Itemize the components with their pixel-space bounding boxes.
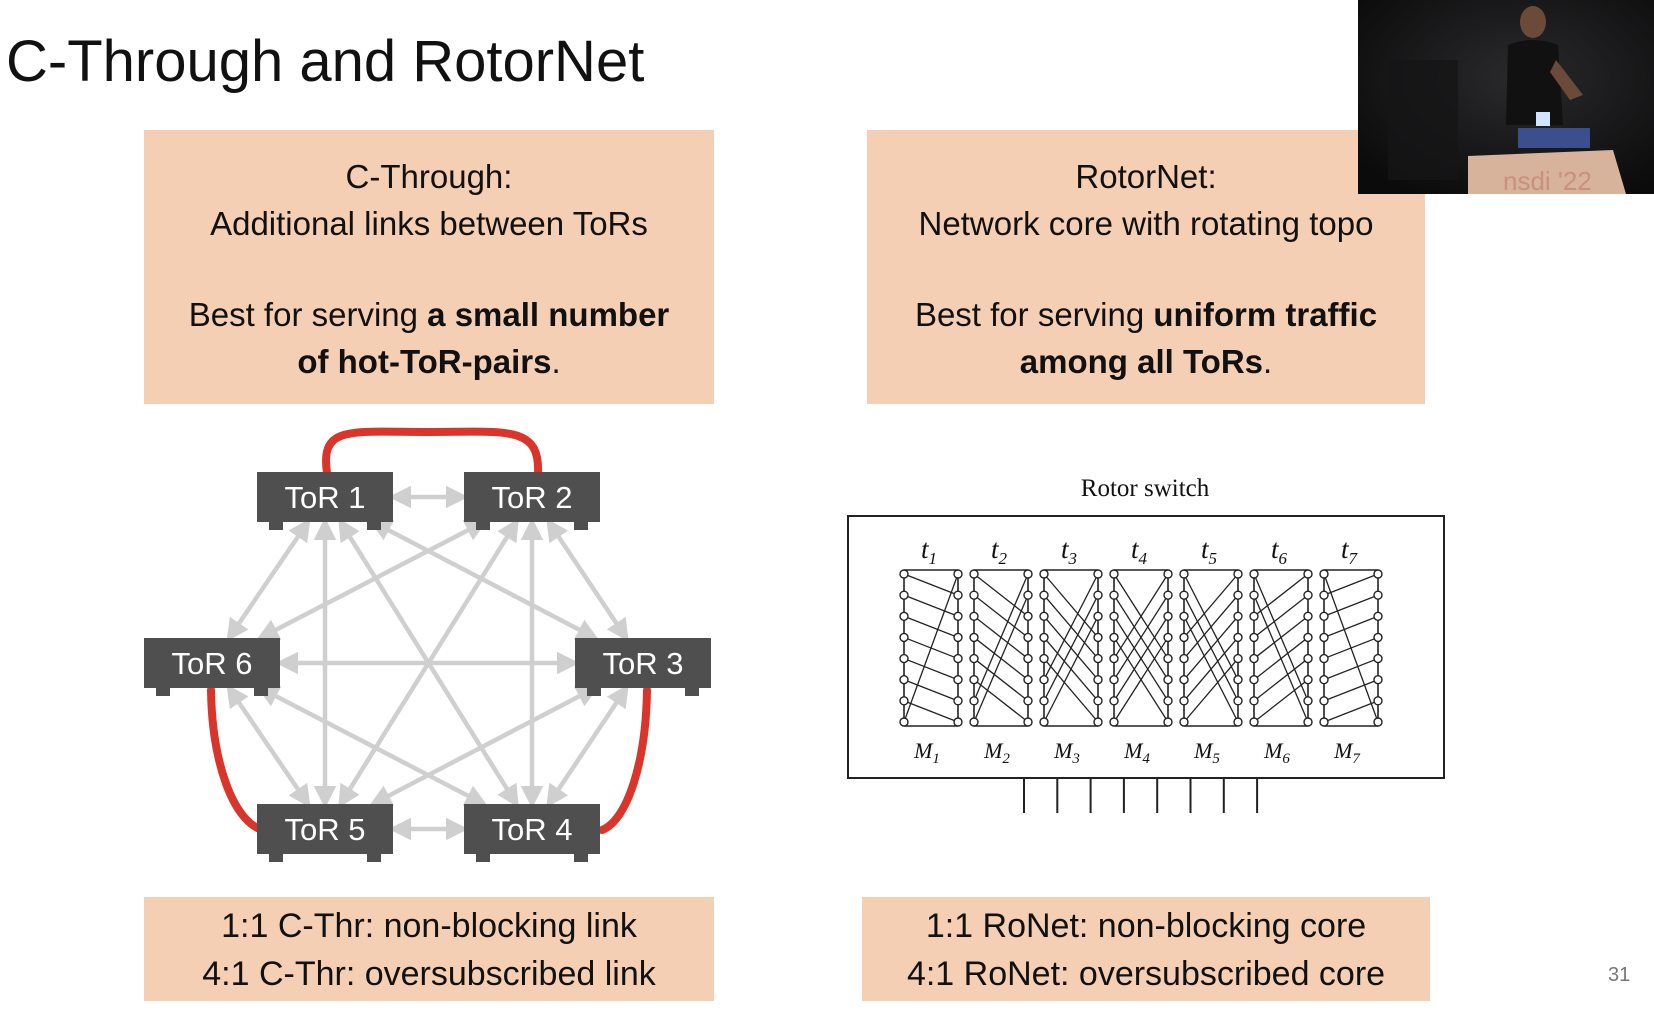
node-tor1: ToR 1	[257, 472, 393, 530]
page-number: 31	[1608, 964, 1631, 986]
cthrough-footer-line-1: 1:1 C-Thr: non-blocking link	[221, 907, 637, 945]
cthrough-best-bold-2: of hot-ToR-pairs	[297, 343, 552, 380]
matching-label-1: M1	[913, 738, 940, 767]
speaker-video-overlay: nsdi '22	[1358, 0, 1654, 194]
node-tor2: ToR 2	[464, 472, 600, 530]
matching-label-5: M5	[1193, 738, 1220, 767]
rotornet-footer-line-2: 4:1 RoNet: oversubscribed core	[906, 955, 1386, 993]
hot-links	[207, 427, 651, 834]
node-tor5: ToR 5	[257, 804, 393, 862]
matching-time-label-3: t3	[1061, 534, 1077, 568]
node-tor6: ToR 6	[144, 638, 280, 696]
matching-time-label-1: t1	[921, 534, 937, 568]
mesh-link-tor2-tor3	[546, 518, 629, 642]
rotornet-description-box: RotorNet: Network core with rotating top…	[867, 130, 1425, 404]
matching-label-6: M6	[1263, 738, 1290, 767]
matching-time-label-5: t5	[1201, 534, 1217, 568]
cthrough-footer-line-2: 4:1 C-Thr: oversubscribed link	[202, 955, 656, 993]
mesh-link-tor5-tor6	[226, 684, 311, 808]
cthrough-best-line-2: of hot-ToR-pairs.	[297, 343, 561, 380]
speaker-figure	[1506, 6, 1583, 126]
matching-label-7: M7	[1333, 738, 1361, 767]
matching-time-label-4: t4	[1131, 534, 1148, 568]
rotornet-subheading: Network core with rotating topo	[918, 205, 1374, 242]
node-label-tor6: ToR 6	[172, 646, 253, 681]
matching-time-label-7: t7	[1341, 534, 1359, 568]
tor-mesh-diagram: ToR 1 ToR 2 ToR 3 ToR 4 ToR 5 ToR 6	[144, 427, 711, 862]
node-label-tor4: ToR 4	[492, 812, 573, 847]
rotor-output-ports	[1023, 778, 1259, 813]
rotornet-best-bold-1: uniform traffic	[1153, 296, 1378, 333]
hot-link-tor1-tor2	[322, 427, 543, 477]
mesh-link-tor2-tor6	[256, 519, 488, 641]
rotor-switch-diagram: Rotor switch t1M1t2M2t3M3t4M4t5M5t6M6t7M…	[847, 475, 1445, 813]
rotornet-heading: RotorNet:	[1075, 158, 1217, 195]
rotornet-best-line-1: Best for serving uniform traffic	[914, 296, 1378, 333]
rotor-switch-frame	[847, 515, 1445, 779]
cthrough-best-bold-1: a small number	[427, 296, 670, 333]
podium-logo-text: nsdi '22	[1503, 166, 1592, 194]
node-label-tor2: ToR 2	[492, 480, 573, 515]
rotornet-footer-line-1: 1:1 RoNet: non-blocking core	[925, 907, 1367, 945]
mesh-links	[226, 485, 629, 841]
node-label-tor5: ToR 5	[285, 812, 366, 847]
matching-time-label-6: t6	[1271, 534, 1288, 568]
rotornet-best-bold-2: among all ToRs	[1019, 343, 1264, 380]
cthrough-best-line-1: Best for serving a small number	[188, 296, 670, 333]
hot-link-tor3-tor4	[598, 686, 651, 834]
cthrough-subheading: Additional links between ToRs	[210, 205, 648, 242]
matching-label-3: M3	[1053, 738, 1080, 767]
rotornet-best-line-2: among all ToRs.	[1019, 343, 1273, 380]
tor-nodes: ToR 1 ToR 2 ToR 3 ToR 4 ToR 5 ToR 6	[144, 472, 711, 862]
cthrough-oversubscription-box: 1:1 C-Thr: non-blocking link 4:1 C-Thr: …	[144, 897, 714, 1001]
cthrough-heading: C-Through:	[345, 158, 513, 195]
cthrough-description-box: C-Through: Additional links between ToRs…	[144, 130, 714, 404]
slide-title: C-Through and RotorNet	[6, 29, 645, 94]
matching-label-4: M4	[1123, 738, 1150, 767]
node-tor4: ToR 4	[464, 804, 600, 862]
hot-link-tor6-tor5	[207, 686, 266, 834]
matching-label-2: M2	[983, 738, 1010, 767]
node-tor3: ToR 3	[575, 638, 711, 696]
node-label-tor3: ToR 3	[603, 646, 684, 681]
node-label-tor1: ToR 1	[285, 480, 366, 515]
rotornet-oversubscription-box: 1:1 RoNet: non-blocking core 4:1 RoNet: …	[862, 897, 1430, 1001]
rotor-switch-caption: Rotor switch	[1081, 475, 1210, 502]
matching-time-label-2: t2	[991, 534, 1008, 568]
